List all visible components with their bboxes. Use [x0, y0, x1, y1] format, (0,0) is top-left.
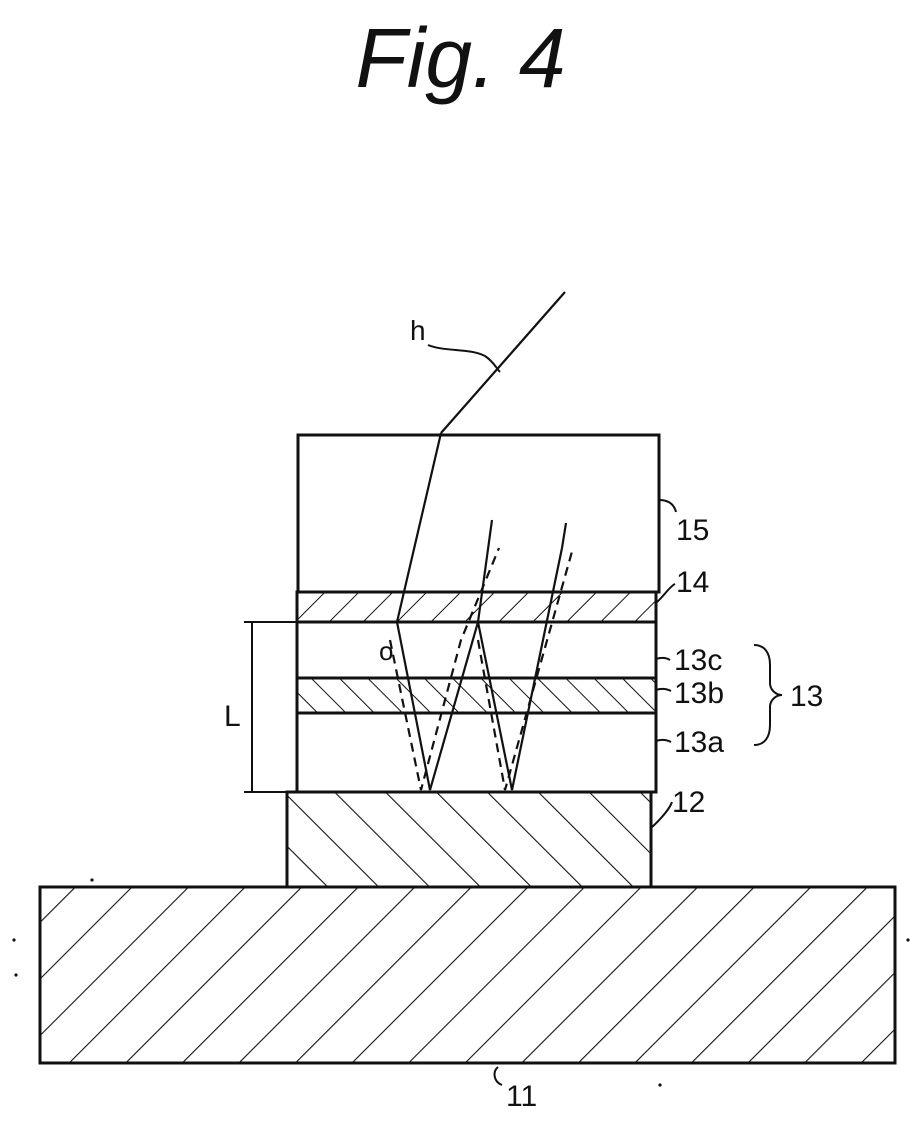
label-13a: 13a — [674, 726, 724, 759]
label-h: h — [410, 315, 426, 346]
label-13: 13 — [790, 680, 823, 713]
layer-12 — [287, 792, 651, 887]
label-L: L — [224, 700, 241, 733]
label-11: 11 — [506, 1080, 537, 1113]
label-13c: 13c — [674, 644, 722, 677]
label-o: o — [379, 636, 393, 666]
leader-h — [428, 345, 500, 372]
substrate-11 — [40, 887, 895, 1063]
layer-13a — [297, 713, 656, 792]
layer-14 — [297, 592, 656, 622]
label-13b: 13b — [674, 677, 724, 710]
label-14: 14 — [676, 566, 709, 599]
label-15: 15 — [676, 514, 709, 547]
label-12: 12 — [672, 786, 705, 819]
layer-15 — [298, 435, 659, 592]
dimension-L — [244, 622, 296, 792]
brace-13 — [754, 645, 782, 745]
layer-13b — [297, 678, 656, 713]
